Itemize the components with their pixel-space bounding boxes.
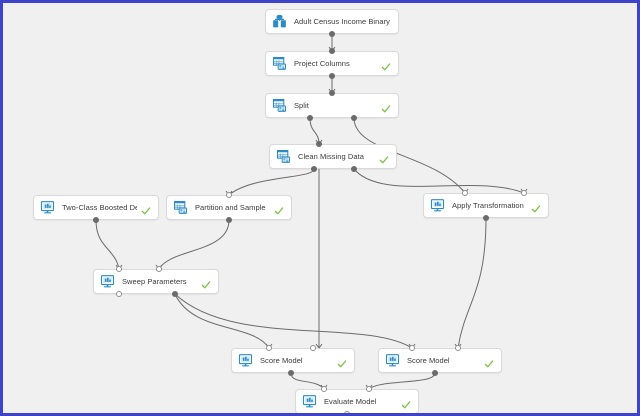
status-check-icon xyxy=(337,356,347,367)
module-node-split[interactable]: Split xyxy=(265,93,399,118)
input-port-apply-transformation-1[interactable] xyxy=(521,190,527,196)
input-port-evaluate-model-1[interactable] xyxy=(366,386,372,392)
input-port-sweep-parameters-0[interactable] xyxy=(116,266,122,272)
output-port-two-class-boosted-decision-tree-0[interactable] xyxy=(93,217,99,223)
status-check-icon xyxy=(531,201,541,212)
input-port-clean-missing-data-0[interactable] xyxy=(316,141,322,147)
output-port-sweep-parameters-1[interactable] xyxy=(172,291,178,297)
status-check-icon xyxy=(274,203,284,214)
module-label: Partition and Sample xyxy=(195,203,266,212)
status-check-icon xyxy=(379,152,389,163)
edge-sweep-parameters-to-score-model-right[interactable] xyxy=(174,293,413,349)
input-port-score-model-left-1[interactable] xyxy=(310,345,316,351)
module-node-two-class-boosted-decision-tree[interactable]: Two-Class Boosted Decision T... xyxy=(33,195,159,220)
input-port-score-model-right-1[interactable] xyxy=(455,345,461,351)
model-icon xyxy=(302,394,317,409)
model-icon xyxy=(385,353,400,368)
input-port-split-0[interactable] xyxy=(329,90,335,96)
edge-layer xyxy=(95,34,528,390)
module-node-apply-transformation[interactable]: Apply Transformation xyxy=(423,193,549,218)
module-label: Score Model xyxy=(407,356,450,365)
edge-score-model-right-to-evaluate-model[interactable] xyxy=(368,372,436,390)
status-check-icon xyxy=(484,356,494,367)
input-port-project-columns-0[interactable] xyxy=(329,48,335,54)
model-icon xyxy=(238,353,253,368)
output-port-score-model-right-0[interactable] xyxy=(432,370,438,376)
module-node-sweep-parameters[interactable]: Sweep Parameters xyxy=(93,269,219,294)
module-node-evaluate-model[interactable]: Evaluate Model xyxy=(295,389,419,413)
module-node-clean-missing-data[interactable]: Clean Missing Data xyxy=(269,144,397,169)
edge-split-to-apply-transformation[interactable] xyxy=(353,117,466,194)
output-port-evaluate-model-0[interactable] xyxy=(344,411,350,413)
module-label: Two-Class Boosted Decision T... xyxy=(62,203,137,212)
input-port-sweep-parameters-1[interactable] xyxy=(156,266,162,272)
status-check-icon xyxy=(401,397,411,408)
dataset-icon xyxy=(272,14,287,29)
edge-partition-and-sample-to-sweep-parameters[interactable] xyxy=(158,219,230,270)
model-icon xyxy=(100,274,115,289)
input-port-score-model-left-0[interactable] xyxy=(266,345,272,351)
edge-apply-transformation-to-score-model-right[interactable] xyxy=(457,217,487,349)
edge-score-model-left-to-evaluate-model[interactable] xyxy=(290,372,325,390)
edge-clean-missing-data-to-apply-transformation[interactable] xyxy=(353,168,525,194)
status-check-icon xyxy=(141,203,151,214)
module-label: Split xyxy=(294,101,309,110)
input-port-evaluate-model-0[interactable] xyxy=(321,386,327,392)
module-label: Sweep Parameters xyxy=(122,277,187,286)
output-port-sweep-parameters-0[interactable] xyxy=(116,291,122,297)
output-port-score-model-left-0[interactable] xyxy=(288,370,294,376)
module-label: Evaluate Model xyxy=(324,397,377,406)
status-check-icon xyxy=(201,277,211,288)
module-icon xyxy=(272,98,287,113)
experiment-canvas[interactable]: Adult Census Income Binary C... Project C… xyxy=(3,3,637,413)
input-port-partition-and-sample-0[interactable] xyxy=(226,192,232,198)
edge-clean-missing-data-to-partition-and-sample[interactable] xyxy=(228,168,315,196)
output-port-split-1[interactable] xyxy=(351,115,357,121)
module-icon xyxy=(272,56,287,71)
module-node-score-model-left[interactable]: Score Model xyxy=(231,348,355,373)
module-node-score-model-right[interactable]: Score Model xyxy=(378,348,502,373)
edge-two-class-boosted-decision-tree-to-sweep-parameters[interactable] xyxy=(95,219,120,270)
output-port-split-0[interactable] xyxy=(307,115,313,121)
module-node-dataset[interactable]: Adult Census Income Binary C... xyxy=(265,9,399,34)
input-port-apply-transformation-0[interactable] xyxy=(462,190,468,196)
status-check-icon xyxy=(381,101,391,112)
module-label: Clean Missing Data xyxy=(298,152,364,161)
output-port-project-columns-0[interactable] xyxy=(329,73,335,79)
model-icon xyxy=(430,198,445,213)
module-label: Apply Transformation xyxy=(452,201,524,210)
module-label: Adult Census Income Binary C... xyxy=(294,17,391,26)
model-icon xyxy=(40,200,55,215)
module-icon xyxy=(276,149,291,164)
module-label: Score Model xyxy=(260,356,303,365)
output-port-apply-transformation-0[interactable] xyxy=(483,215,489,221)
status-check-icon xyxy=(381,59,391,70)
output-port-partition-and-sample-0[interactable] xyxy=(226,217,232,223)
input-port-score-model-right-0[interactable] xyxy=(409,345,415,351)
output-port-clean-missing-data-0[interactable] xyxy=(311,166,317,172)
module-icon xyxy=(173,200,188,215)
module-label: Project Columns xyxy=(294,59,350,68)
edge-sweep-parameters-to-score-model-left[interactable] xyxy=(174,293,270,349)
output-port-dataset-0[interactable] xyxy=(329,31,335,37)
output-port-clean-missing-data-1[interactable] xyxy=(351,166,357,172)
